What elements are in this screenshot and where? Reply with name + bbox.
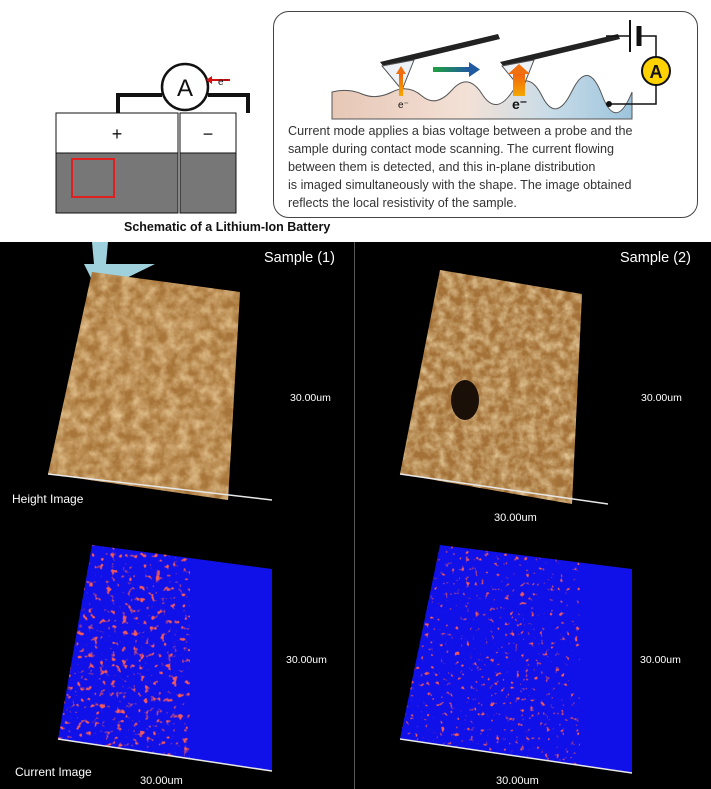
description-line: is imaged simultaneously with the shape.… <box>288 178 632 192</box>
scan-direction-arrow-icon <box>433 67 469 72</box>
sample-surface <box>331 75 633 120</box>
positive-cell-body <box>55 152 179 214</box>
highlight-box <box>71 158 115 198</box>
sample-1-title: Sample (1) <box>264 250 335 266</box>
current-image-sample-1 <box>57 545 273 772</box>
current-mode-illustration: e⁻ e⁻ A <box>331 20 671 120</box>
panel-divider <box>354 242 355 789</box>
contact-dot-icon <box>606 101 612 107</box>
current-beam-large-icon <box>513 72 525 96</box>
negative-sign: − <box>203 124 214 144</box>
electron-label: e⁻ <box>218 77 229 88</box>
current-image-label: Current Image <box>15 765 92 779</box>
description-line: Current mode applies a bias voltage betw… <box>288 124 633 138</box>
circuit-wire <box>609 85 657 105</box>
circuit-wire <box>639 35 657 57</box>
sample-2-title: Sample (2) <box>620 250 691 266</box>
description-line: sample during contact mode scanning. The… <box>288 142 614 156</box>
beam-arrowhead-icon <box>396 66 406 74</box>
sample-2-height-scale: 30.00um <box>641 392 682 404</box>
beam-arrowhead-icon <box>508 64 530 74</box>
current-beam-small-icon <box>399 72 403 96</box>
negative-cell-body <box>179 152 237 214</box>
sample-1-current-scale: 30.00um <box>286 654 327 666</box>
current-image-sample-2 <box>399 545 633 774</box>
negative-cell-top <box>179 112 237 154</box>
positive-sign: + <box>112 124 123 144</box>
battery-caption: Schematic of a Lithium-Ion Battery <box>124 220 331 234</box>
sample-2-height-bottom-scale: 30.00um <box>494 512 537 524</box>
ammeter-symbol: A <box>177 75 193 102</box>
sample-2-current-bottom-scale: 30.00um <box>496 775 539 787</box>
probe-tip-icon <box>381 59 415 91</box>
probe-cantilever-icon <box>380 34 500 67</box>
afm-images <box>47 242 633 774</box>
height-image-sample-2 <box>399 270 609 505</box>
current-mode-description: Current mode applies a bias voltage betw… <box>288 122 693 212</box>
ammeter-symbol: A <box>650 62 663 82</box>
afm-image-area: Sample (1) Sample (2) 30.00um 30.00um He… <box>0 242 711 789</box>
ammeter-icon <box>160 62 210 112</box>
height-image-label: Height Image <box>12 492 84 506</box>
top-diagram-area: A e⁻ + − Schematic of a Lithium-Ion Batt… <box>0 0 711 242</box>
description-line: reflects the local resistivity of the sa… <box>288 196 517 210</box>
sample-1-current-bottom-scale: 30.00um <box>140 775 183 787</box>
probe-cantilever-icon <box>500 34 620 67</box>
battery-schematic: A e⁻ + − <box>55 62 250 214</box>
electron-label-small: e⁻ <box>398 100 409 111</box>
height-image-sample-1 <box>47 272 273 501</box>
wire <box>116 93 250 113</box>
sample-1-height-scale: 30.00um <box>290 392 331 404</box>
description-line: between them is detected, and this in-pl… <box>288 160 596 174</box>
electron-arrowhead-icon <box>206 76 212 84</box>
scan-arrowhead-icon <box>469 62 480 77</box>
electron-label-large: e⁻ <box>512 96 527 112</box>
sample-2-current-scale: 30.00um <box>640 654 681 666</box>
